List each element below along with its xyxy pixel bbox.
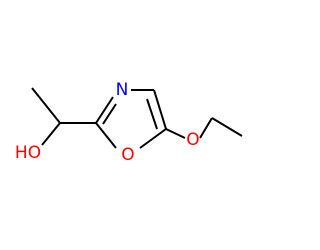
bond-oring-c2: [95, 122, 117, 149]
bond-c5-oring: [139, 128, 167, 149]
bond-ch2-ch3: [211, 117, 243, 137]
nitrogen-label: N: [116, 80, 129, 100]
bond-oether-ch2: [199, 117, 213, 139]
hydroxyl-label: HO: [15, 143, 41, 163]
bond-c2-n-double: [102, 103, 117, 125]
bond-c4-c5-double: [146, 98, 158, 130]
bond-c2-n: [95, 96, 114, 124]
bond-ch-oh: [41, 122, 61, 146]
bond-methyl-ch: [31, 87, 61, 124]
bond-c5-oether: [165, 128, 186, 139]
ring-oxygen-label: O: [121, 145, 134, 165]
molecule-diagram: N O O HO: [15, 80, 243, 165]
ether-oxygen-label: O: [186, 130, 199, 150]
structure-canvas: N O O HO: [14, 80, 243, 165]
bond-c4-c5: [153, 89, 167, 130]
